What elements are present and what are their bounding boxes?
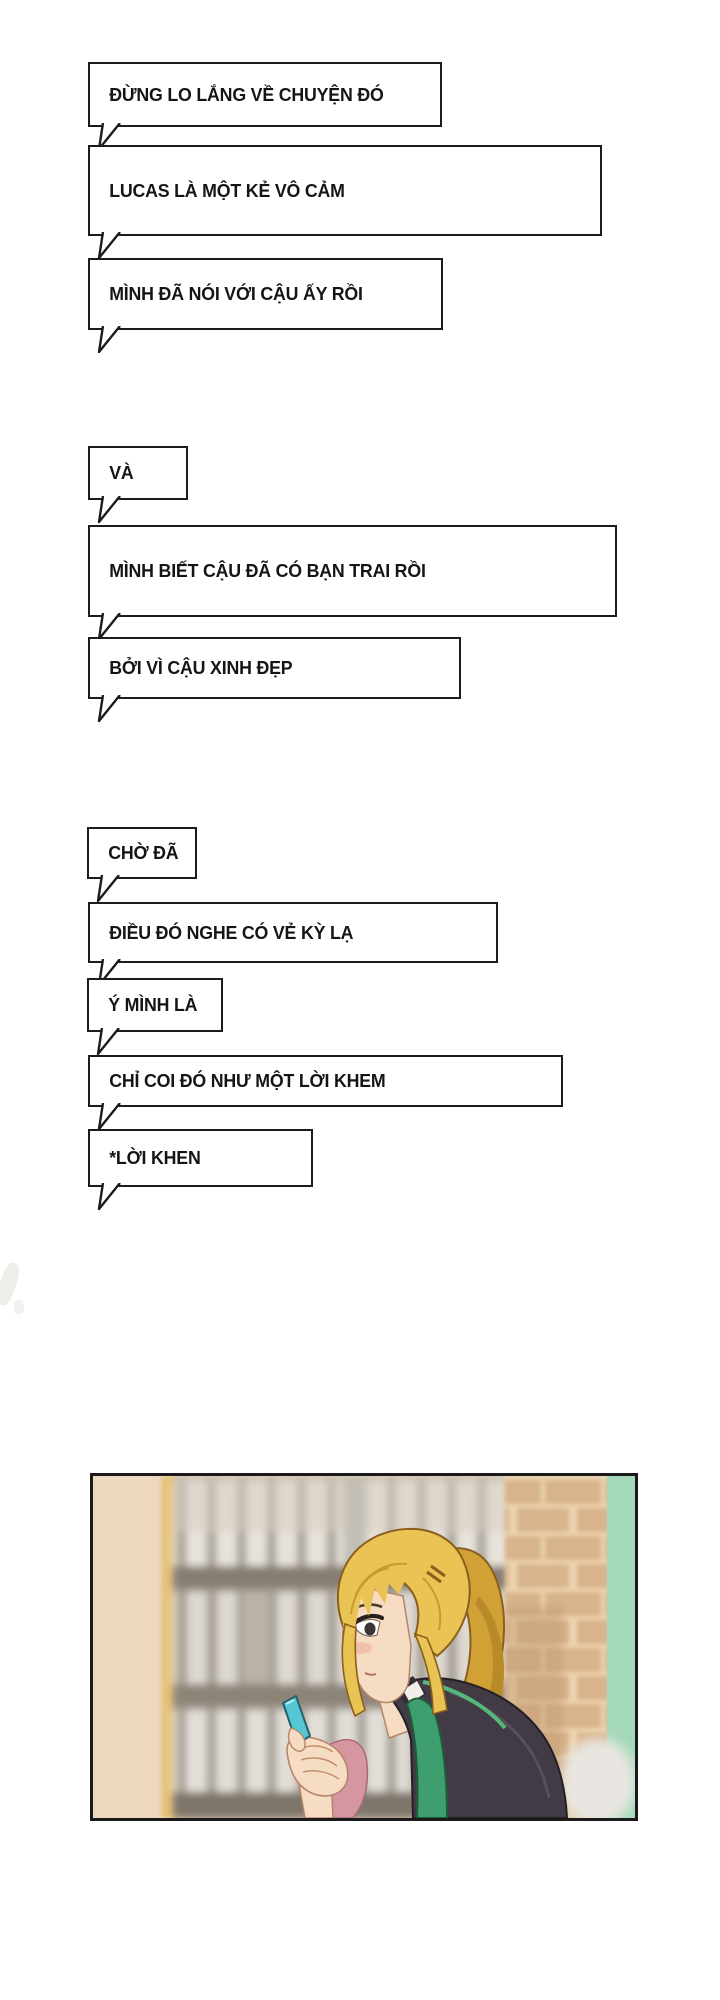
comic-panel xyxy=(90,1473,638,1821)
girl xyxy=(282,1527,569,1818)
speech-bubble-text: MÌNH BIẾT CẬU ĐÃ CÓ BẠN TRAI RỒI xyxy=(109,560,426,582)
speech-bubble-text: CHỜ ĐÃ xyxy=(108,842,179,864)
thumb xyxy=(287,1727,306,1752)
hair-strand-lines xyxy=(350,1562,442,1631)
speech-bubble: CHỜ ĐÃ xyxy=(87,827,197,903)
speech-bubble-text: LUCAS LÀ MỘT KẺ VÔ CẢM xyxy=(109,179,345,201)
speech-bubble-text: *LỜI KHEN xyxy=(109,1147,201,1169)
finger-lines xyxy=(300,1745,340,1780)
speech-bubble: Ý MÌNH LÀ xyxy=(87,978,223,1056)
ponytail-strand xyxy=(475,1596,505,1702)
eye-pupil xyxy=(364,1622,376,1636)
speech-bubble-tail xyxy=(97,326,121,354)
hair-bangs xyxy=(343,1570,407,1628)
hair-back-lock xyxy=(413,1632,448,1716)
blurred-object xyxy=(560,1738,635,1818)
speech-bubble: VÀ xyxy=(88,446,188,524)
speech-bubble: BỞI VÌ CẬU XINH ĐẸP xyxy=(88,637,461,723)
speech-bubble: LUCAS LÀ MỘT KẺ VÔ CẢM xyxy=(88,145,602,260)
speech-bubble: CHỈ COI ĐÓ NHƯ MỘT LỜI KHEM xyxy=(88,1055,563,1131)
speech-bubble: ĐIỀU ĐÓ NGHE CÓ VẺ KỲ LẠ xyxy=(88,902,498,987)
panel-illustration xyxy=(93,1476,635,1818)
speech-bubble: MÌNH BIẾT CẬU ĐÃ CÓ BẠN TRAI RỒI xyxy=(88,525,617,641)
speech-bubble-text: VÀ xyxy=(109,462,134,484)
phone-highlight xyxy=(285,1699,295,1705)
speech-bubble: *LỜI KHEN xyxy=(88,1129,313,1211)
green-shirt xyxy=(405,1697,449,1818)
speech-bubble-text: Ý MÌNH LÀ xyxy=(108,994,198,1016)
speech-bubble: ĐỪNG LO LẮNG VỀ CHUYỆN ĐÓ xyxy=(88,62,442,151)
speech-bubble-text: CHỈ COI ĐÓ NHƯ MỘT LỜI KHEM xyxy=(109,1070,386,1092)
collar-white xyxy=(403,1681,424,1703)
beige-wall xyxy=(93,1476,173,1818)
speech-bubble: MÌNH ĐÃ NÓI VỚI CẬU ẤY RỒI xyxy=(88,258,443,354)
speech-bubble-tail xyxy=(96,875,120,903)
speech-bubble-text: BỞI VÌ CẬU XINH ĐẸP xyxy=(109,657,293,679)
speech-bubble-text: ĐỪNG LO LẮNG VỀ CHUYỆN ĐÓ xyxy=(109,83,384,105)
speech-bubble-tail xyxy=(97,496,121,524)
speech-bubble-text: MÌNH ĐÃ NÓI VỚI CẬU ẤY RỒI xyxy=(109,283,363,305)
mouth xyxy=(364,1672,377,1676)
speech-bubble-tail xyxy=(97,1183,121,1211)
speech-bubble-text: ĐIỀU ĐÓ NGHE CÓ VẺ KỲ LẠ xyxy=(109,921,354,943)
hair-side-lock xyxy=(341,1622,366,1718)
speech-bubble-tail xyxy=(96,1028,120,1056)
ink-smudge xyxy=(14,1300,24,1314)
speech-bubble-tail xyxy=(97,695,121,723)
hair-tie xyxy=(426,1564,446,1584)
